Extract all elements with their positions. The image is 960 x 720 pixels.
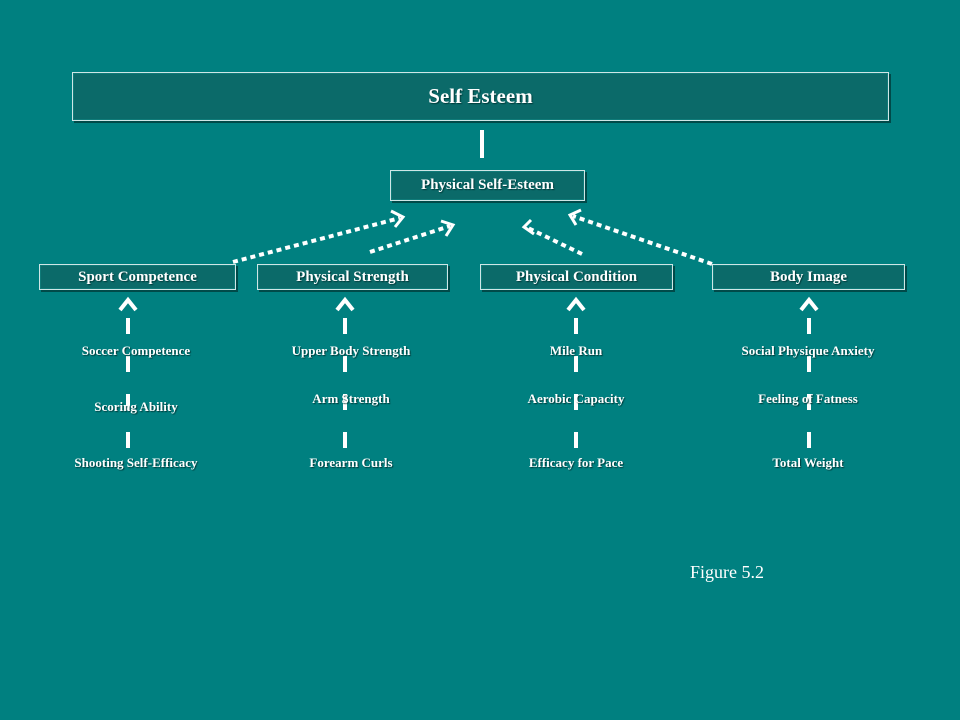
indicator-shooting-self-efficacy: Shooting Self-Efficacy (74, 455, 198, 470)
arrowhead-physical-strength (440, 219, 456, 237)
indicator-forearm-curls: Forearm Curls (309, 455, 393, 470)
indicator-social-physique-anxiety: Social Physique Anxiety (741, 343, 875, 358)
figure-caption: Figure 5.2 (690, 562, 764, 582)
indicator-arm-strength: Arm Strength (312, 391, 390, 406)
arrow-sport-competence (232, 216, 401, 264)
indicator-aerobic-capacity: Aerobic Capacity (527, 391, 625, 406)
indicator-arrow-condition (566, 296, 586, 312)
indicator-arrow-body (799, 296, 819, 312)
indicator-feeling-of-fatness: Feeling of Fatness (758, 391, 858, 406)
indicator-total-weight: Total Weight (772, 455, 844, 470)
indicator-mile-run: Mile Run (549, 343, 603, 358)
indicator-arrow-sport (118, 296, 138, 312)
arrow-physical-condition (527, 226, 583, 256)
arrowhead-physical-condition (521, 218, 535, 236)
physical-self-esteem-box: Physical Self-Esteem (390, 170, 585, 201)
arrowhead-body-image (567, 208, 582, 226)
arrowhead-sport-competence (390, 209, 406, 228)
sport-competence-box: Sport Competence (39, 264, 236, 290)
indicator-soccer-competence: Soccer Competence (81, 343, 191, 358)
self-esteem-box: Self Esteem (72, 72, 889, 121)
indicator-scoring-ability: Scoring Ability (94, 399, 178, 414)
indicator-arrow-strength (335, 296, 355, 312)
arrow-physical-strength (369, 224, 451, 254)
physical-strength-box: Physical Strength (257, 264, 448, 290)
body-image-box: Body Image (712, 264, 905, 290)
arrow-body-image (572, 214, 713, 266)
physical-condition-box: Physical Condition (480, 264, 673, 290)
indicator-upper-body-strength: Upper Body Strength (291, 343, 411, 358)
indicator-efficacy-for-pace: Efficacy for Pace (528, 455, 624, 470)
